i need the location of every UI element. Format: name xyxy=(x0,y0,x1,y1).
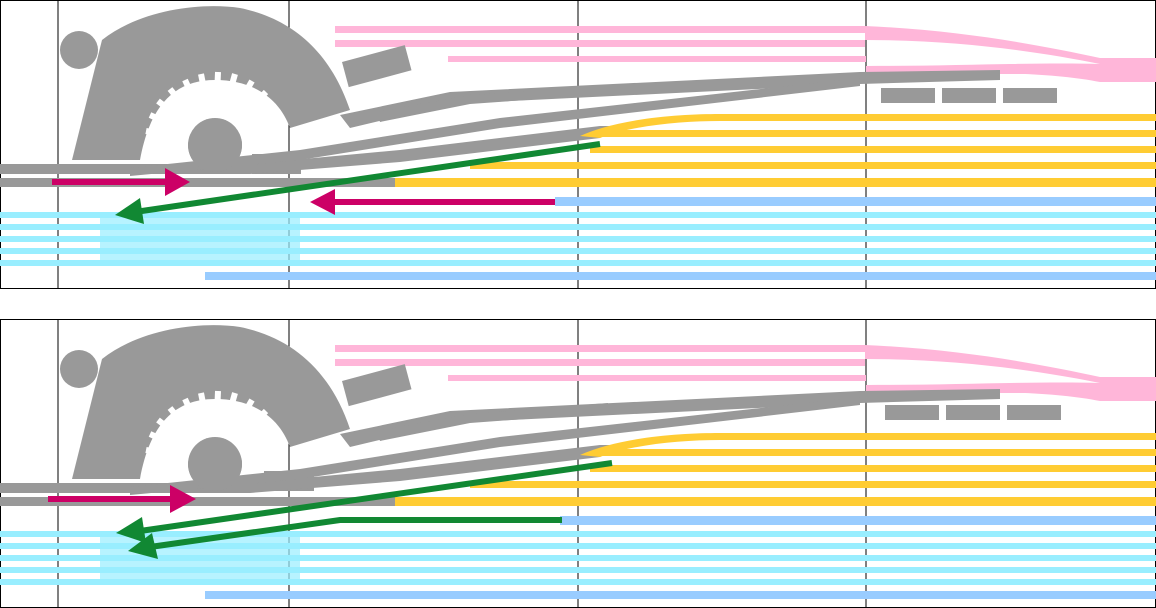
arrows-top xyxy=(52,141,601,224)
green-arrowhead xyxy=(115,198,144,224)
arrows-bottom xyxy=(48,460,613,559)
magenta-arrowhead xyxy=(310,189,335,215)
green-arrowhead xyxy=(128,533,158,559)
panel-top xyxy=(0,0,1156,289)
pink-tracks xyxy=(335,26,1156,82)
green-arrow xyxy=(149,517,562,550)
yellow-tracks xyxy=(395,433,1156,506)
blue-tracks xyxy=(205,197,1156,280)
yellow-tracks xyxy=(395,114,1156,187)
cyan-tracks xyxy=(0,212,1156,266)
green-arrow xyxy=(139,460,613,534)
green-arrow xyxy=(134,141,601,215)
turntable-small xyxy=(60,31,98,69)
roundhouse xyxy=(72,325,350,479)
turntable-small xyxy=(60,350,98,388)
green-arrowhead xyxy=(116,517,146,543)
roundhouse xyxy=(72,6,350,160)
panel-bottom xyxy=(0,319,1156,608)
blue-tracks xyxy=(205,516,1156,599)
magenta-arrowhead xyxy=(165,168,190,196)
magenta-arrowhead xyxy=(170,485,196,513)
pink-tracks xyxy=(335,345,1156,401)
